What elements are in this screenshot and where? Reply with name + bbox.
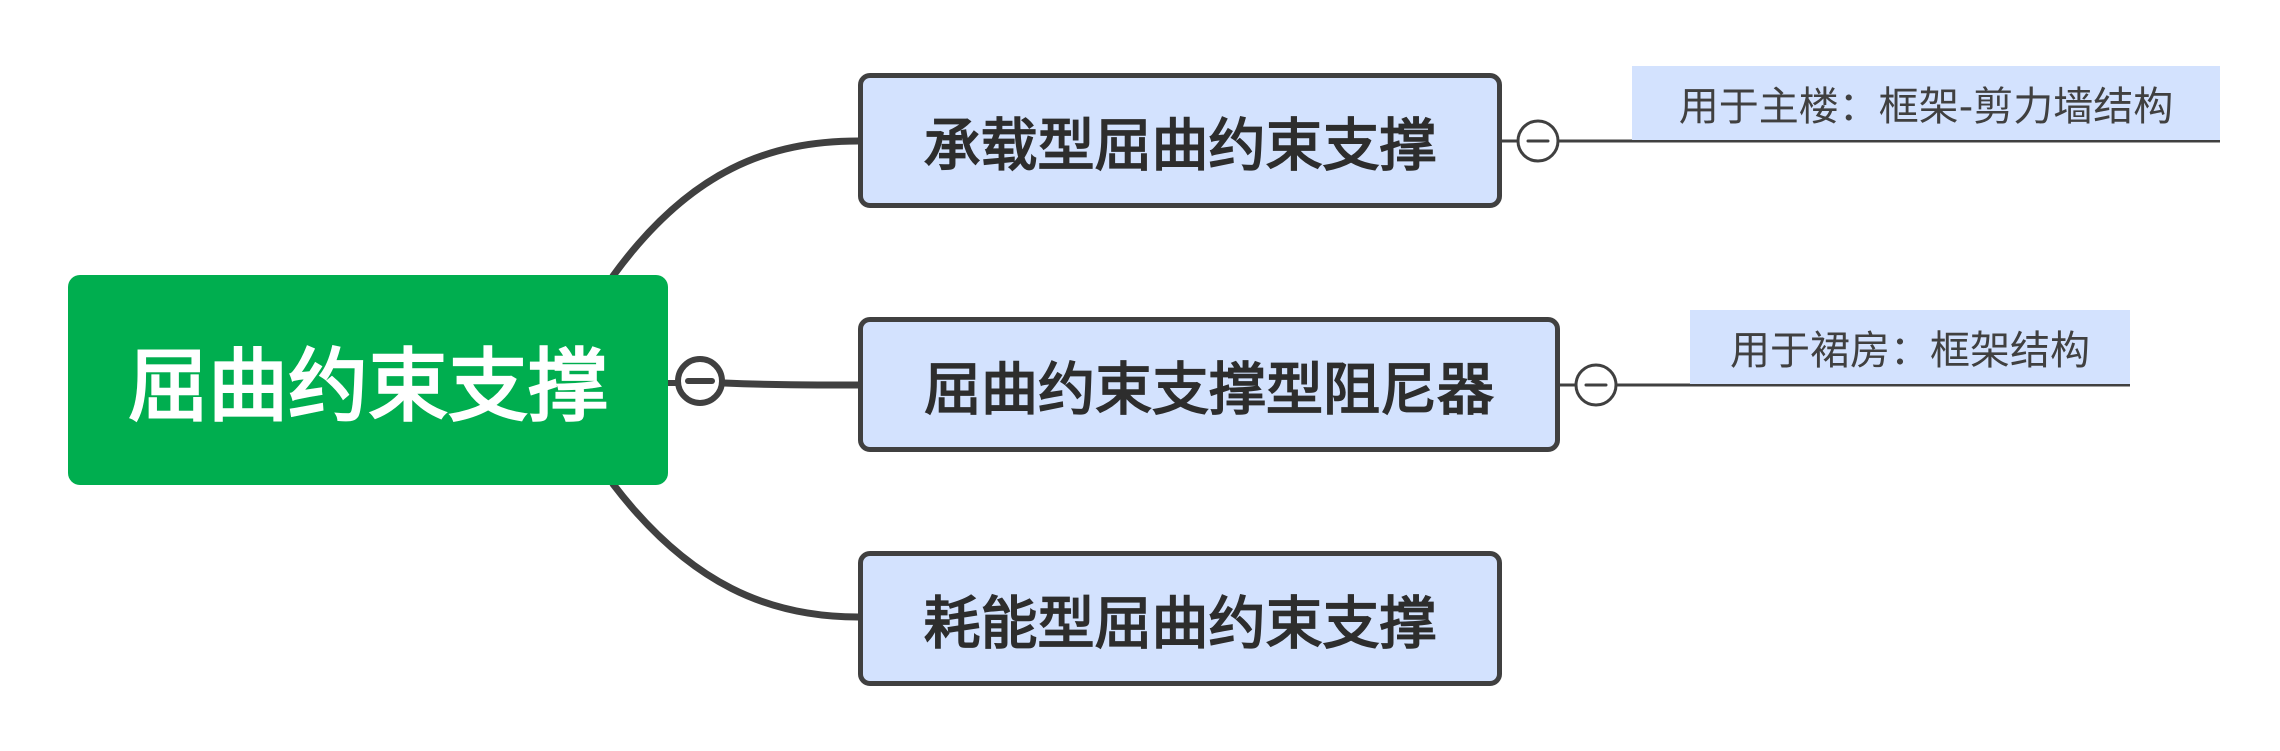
connector-root-to-branch-2 — [720, 379, 862, 389]
branch-note-label: 用于主楼：框架-剪力墙结构 — [1678, 84, 2174, 130]
branch-topic-3[interactable]: 耗能型屈曲约束支撑 — [858, 551, 1502, 686]
collapse-minus-icon[interactable] — [675, 356, 725, 406]
collapse-minus-icon[interactable] — [1516, 119, 1560, 163]
root-topic[interactable]: 屈曲约束支撑 — [68, 275, 668, 485]
collapse-minus-icon[interactable] — [1574, 363, 1618, 407]
connector-root-to-branch-1 — [609, 137, 862, 280]
branch-topic-2[interactable]: 屈曲约束支撑型阻尼器 — [858, 317, 1560, 452]
root-topic-label: 屈曲约束支撑 — [128, 340, 608, 433]
branch-topic-1[interactable]: 承载型屈曲约束支撑 — [858, 73, 1502, 208]
branch-note-1[interactable]: 用于主楼：框架-剪力墙结构 — [1632, 66, 2220, 140]
branch-topic-label: 耗能型屈曲约束支撑 — [923, 590, 1437, 657]
branch-note-label: 用于裙房：框架结构 — [1730, 328, 2090, 374]
branch-topic-label: 屈曲约束支撑型阻尼器 — [924, 356, 1494, 423]
branch-topic-label: 承载型屈曲约束支撑 — [923, 112, 1437, 179]
branch-note-2[interactable]: 用于裙房：框架结构 — [1690, 310, 2130, 384]
connector-root-to-branch-3 — [609, 480, 862, 621]
